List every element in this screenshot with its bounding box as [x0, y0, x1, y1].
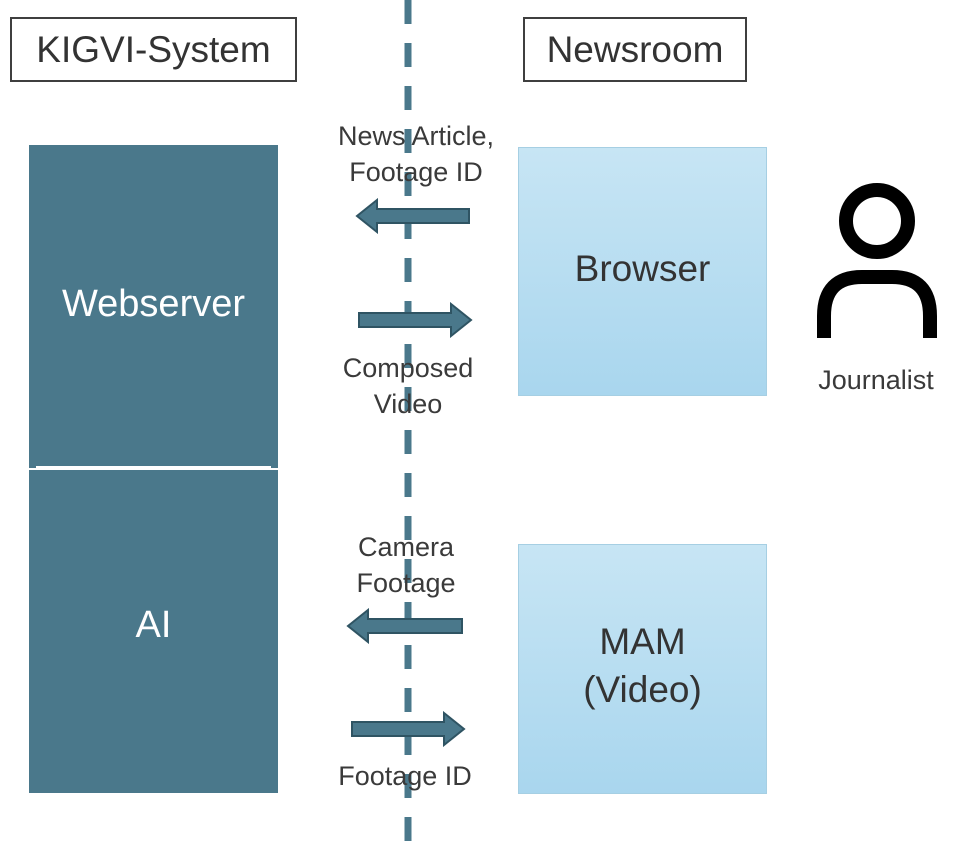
flow-label-camera-footage: Camera Footage	[305, 529, 507, 602]
newsroom-header: Newsroom	[523, 17, 747, 82]
browser-block: Browser	[518, 147, 767, 396]
journalist-label: Journalist	[818, 365, 934, 395]
person-icon	[817, 183, 937, 338]
flow-label-news-article: News Article, Footage ID	[305, 118, 527, 191]
flow-label-composed-video: Composed Video	[305, 350, 511, 423]
mam-label-line2: (Video)	[583, 669, 702, 710]
flow-label-camera-footage-line2: Footage	[356, 568, 456, 599]
arrow-mam-to-ai	[346, 608, 463, 644]
mam-label: MAM (Video)	[583, 618, 702, 714]
arrow-webserver-to-browser	[358, 302, 473, 338]
flow-label-composed-video-line2: Video	[373, 389, 443, 420]
flow-label-footage-id: Footage ID	[338, 761, 472, 791]
flow-label-news-article-line1: News Article,	[337, 121, 495, 151]
webserver-ai-divider	[36, 466, 271, 470]
browser-label: Browser	[574, 248, 711, 290]
mam-label-line1: MAM	[599, 620, 686, 662]
flow-label-camera-footage-line1: Camera	[357, 532, 455, 562]
ai-label: AI	[135, 604, 172, 646]
arrow-browser-to-webserver	[355, 198, 470, 234]
ai-block: AI	[29, 470, 278, 793]
kigvi-system-header: KIGVI-System	[10, 17, 297, 82]
webserver-label: Webserver	[61, 283, 246, 325]
system-boundary-dashed-line	[404, 0, 412, 859]
kigvi-system-header-label: KIGVI-System	[36, 28, 271, 70]
mam-block: MAM (Video)	[518, 544, 767, 794]
webserver-block: Webserver	[29, 145, 278, 468]
newsroom-header-label: Newsroom	[546, 28, 724, 70]
flow-label-composed-video-line1: Composed	[342, 353, 474, 383]
flow-label-news-article-line2: Footage ID	[349, 157, 483, 188]
arrow-ai-to-mam	[351, 711, 466, 747]
